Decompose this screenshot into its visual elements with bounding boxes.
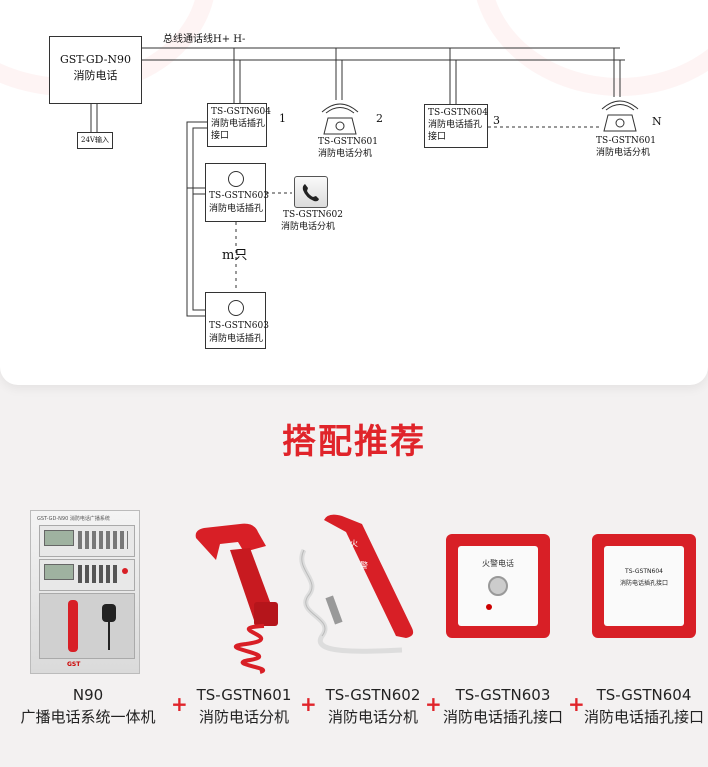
n90-brand-text: GST: [67, 661, 81, 668]
portable-phone-icon: [294, 176, 328, 208]
plus-sign: +: [425, 692, 442, 716]
n602-text-1: 火: [350, 539, 358, 548]
n90-handset-bay: [39, 593, 135, 659]
node-1-model: TS-GSTN604: [211, 107, 271, 117]
n602-text-2: 警: [360, 560, 368, 570]
product-n602-image: 火 警: [299, 514, 414, 654]
product-n601-name: 消防电话分机: [198, 708, 289, 726]
product-n90-caption: N90 广播电话系统一体机: [8, 684, 168, 728]
n603-jack-icon: [488, 576, 508, 596]
portable-model: TS-GSTN602: [283, 210, 343, 220]
node-3-line2: 消防电话插孔: [428, 120, 483, 130]
node-n-label: N: [652, 115, 662, 128]
product-n602-caption: TS-GSTN602 消防电话分机: [318, 684, 428, 728]
n90-red-handset: [68, 600, 78, 652]
host-name: 消防电话: [73, 69, 118, 82]
n90-header-text: GST-GD-N90 消防电话广播系统: [37, 516, 110, 522]
wiring-diagram-card: 总线通话线H+ H- GST-GD-N90 消防电话 24V输入 TS-GSTN…: [0, 0, 708, 385]
node-n-name: 消防电话分机: [596, 148, 651, 158]
product-n604-name: 消防电话插孔接口: [583, 708, 704, 726]
node-n-model: TS-GSTN601: [596, 136, 656, 146]
wiring-lines: [90, 47, 625, 317]
product-n604-image: TS-GSTN604 消防电话插孔接口: [592, 534, 696, 638]
product-n90-image: GST-GD-N90 消防电话广播系统 GST: [30, 510, 140, 674]
host-box: GST-GD-N90 消防电话: [49, 36, 142, 104]
product-n601-caption: TS-GSTN601 消防电话分机: [189, 684, 299, 728]
n603-label: 火警电话: [482, 559, 514, 568]
product-n90-name: 广播电话系统一体机: [20, 708, 156, 726]
n604-label-text: 消防电话插孔接口: [619, 580, 668, 587]
socket-bottom-name: 消防电话插孔: [209, 334, 264, 344]
n90-microphone: [102, 604, 116, 622]
socket-bottom-box: TS-GSTN603 消防电话插孔: [205, 292, 269, 349]
n604-model-text: TS-GSTN604: [625, 568, 663, 575]
product-n603-image: 火警电话: [446, 534, 550, 638]
socket-top-box: TS-GSTN603 消防电话插孔: [205, 163, 269, 222]
product-n603-caption: TS-GSTN603 消防电话插孔接口: [437, 684, 569, 728]
node-1-line3: 接口: [211, 131, 230, 141]
power-input-box: 24V输入: [77, 132, 113, 149]
product-n90-model: N90: [72, 686, 104, 704]
host-model: GST-GD-N90: [59, 53, 132, 66]
n604-faceplate: TS-GSTN604 消防电话插孔接口: [604, 546, 684, 626]
product-n603-model: TS-GSTN603: [455, 686, 551, 704]
n603-led-icon: [486, 604, 492, 610]
node-3-number: 3: [493, 114, 500, 127]
product-n602-model: TS-GSTN602: [325, 686, 421, 704]
node-1-number: 1: [279, 112, 286, 125]
n90-panel-top: [39, 525, 135, 557]
node-3-model: TS-GSTN604: [428, 108, 488, 118]
socket-hole-icon: [228, 171, 244, 187]
node-3-interface-box: TS-GSTN604 消防电话插孔 接口: [424, 104, 488, 148]
socket-top-model: TS-GSTN603: [209, 191, 269, 201]
product-n603-name: 消防电话插孔接口: [442, 708, 563, 726]
node-1-line2: 消防电话插孔: [211, 119, 266, 129]
node-3-line3: 接口: [428, 132, 447, 142]
n603-faceplate: 火警电话: [458, 546, 538, 626]
plus-sign: +: [568, 692, 585, 716]
socket-hole-icon: [228, 300, 244, 316]
phone-n-icon: [601, 100, 639, 132]
bus-label: 总线通话线H+ H-: [163, 34, 246, 45]
power-input-label: 24V输入: [81, 136, 109, 144]
node-2-number: 2: [376, 112, 383, 125]
product-n601-image: [195, 523, 278, 674]
phone-2-icon: [321, 103, 359, 135]
product-n601-model: TS-GSTN601: [196, 686, 292, 704]
section-title: 搭配推荐: [282, 422, 426, 462]
product-n602-name: 消防电话分机: [327, 708, 418, 726]
n90-panel-middle: [39, 559, 135, 591]
socket-top-name: 消防电话插孔: [209, 204, 264, 214]
socket-bottom-model: TS-GSTN603: [209, 321, 269, 331]
plus-sign: +: [300, 692, 317, 716]
m-count-label: m只: [222, 248, 248, 263]
node-1-interface-box: TS-GSTN604 消防电话插孔 接口: [207, 103, 271, 147]
product-n604-model: TS-GSTN604: [596, 686, 692, 704]
node-2-model: TS-GSTN601: [318, 137, 378, 147]
plus-sign: +: [171, 692, 188, 716]
product-n604-caption: TS-GSTN604 消防电话插孔接口: [581, 684, 707, 728]
portable-name: 消防电话分机: [281, 222, 336, 232]
node-2-name: 消防电话分机: [318, 149, 373, 159]
